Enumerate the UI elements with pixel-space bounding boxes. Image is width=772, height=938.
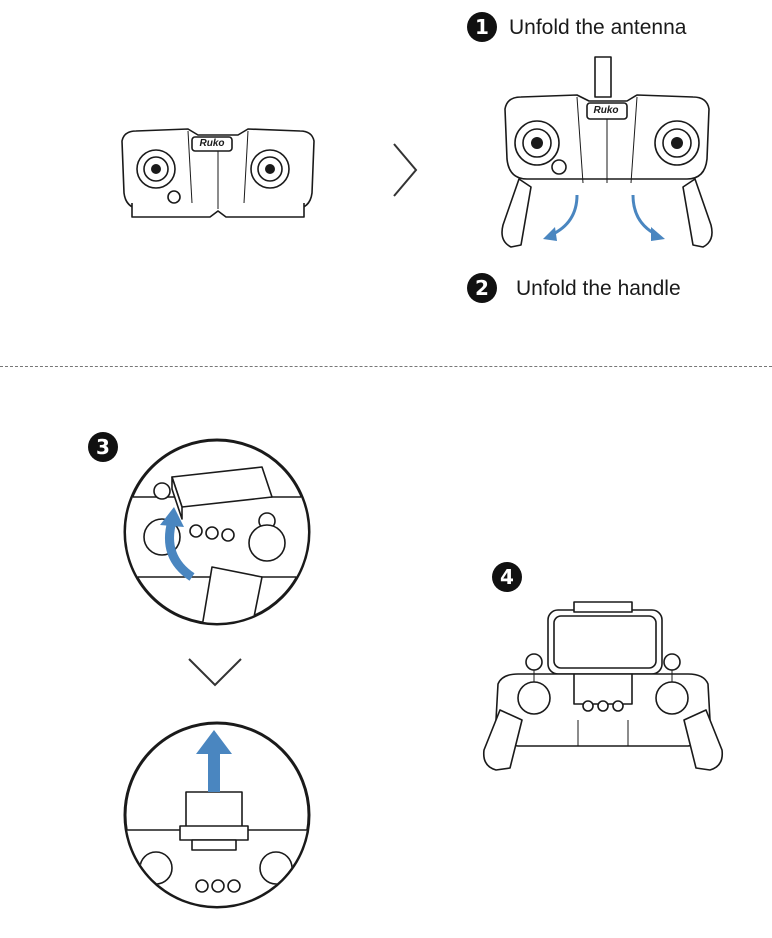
chevron-right-icon bbox=[390, 140, 420, 200]
step-2-badge: 2 bbox=[467, 273, 497, 303]
step-1-badge: 1 bbox=[467, 12, 497, 42]
step-1-label: Unfold the antenna bbox=[509, 16, 686, 40]
step-4-badge: 4 bbox=[492, 562, 522, 592]
section-divider bbox=[0, 366, 772, 367]
step-2-label: Unfold the handle bbox=[516, 277, 681, 301]
controller-with-phone bbox=[478, 600, 728, 780]
clamp-lift-detail bbox=[122, 720, 312, 910]
folded-controller-logo: Ruko bbox=[194, 138, 230, 149]
unfolded-controller-logo: Ruko bbox=[588, 105, 624, 116]
chevron-down-icon bbox=[187, 657, 243, 687]
unfolded-controller bbox=[497, 55, 717, 255]
clamp-rotate-detail bbox=[122, 437, 312, 627]
step-3-badge: 3 bbox=[88, 432, 118, 462]
